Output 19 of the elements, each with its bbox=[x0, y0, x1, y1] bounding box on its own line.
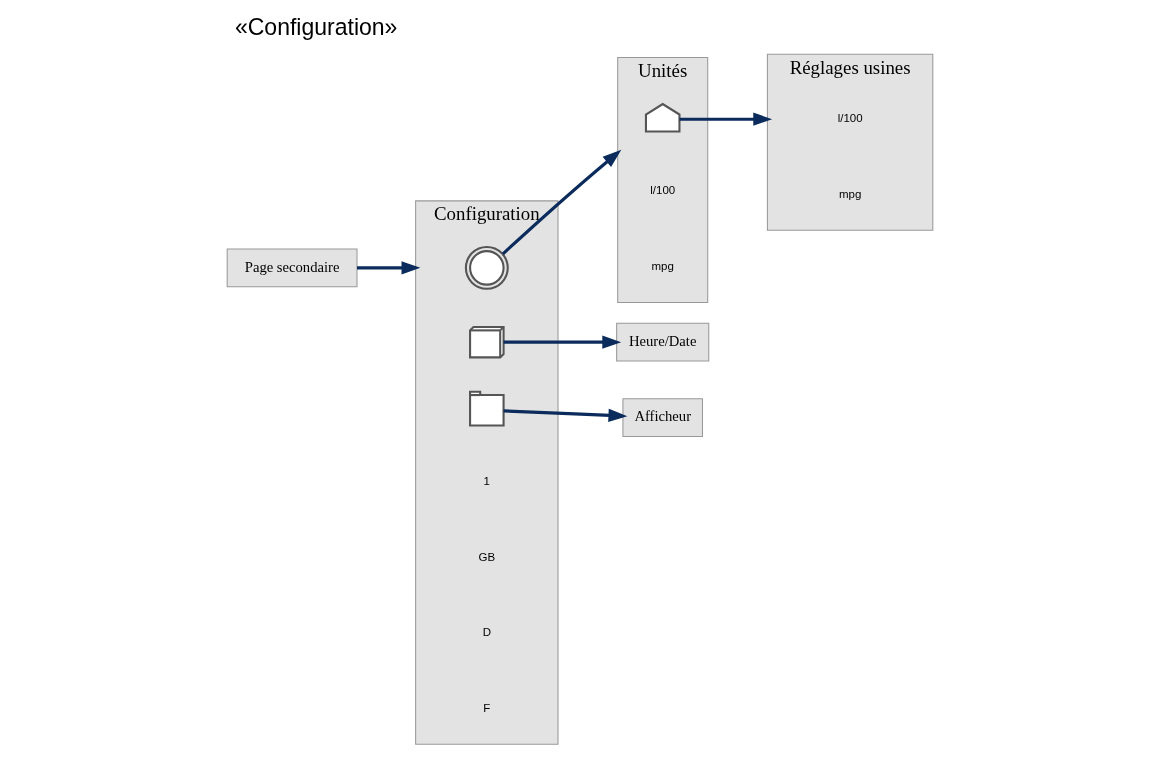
arrow bbox=[503, 335, 622, 349]
label: l/100 bbox=[650, 184, 676, 197]
label: mpg bbox=[838, 187, 862, 200]
label: 1 bbox=[483, 475, 491, 488]
arrow bbox=[503, 408, 628, 422]
node-box: Afficheur bbox=[622, 398, 703, 437]
label: F bbox=[483, 701, 491, 714]
node-factory bbox=[644, 102, 681, 133]
node-box: Page secondaire bbox=[226, 248, 358, 288]
label: mpg bbox=[651, 259, 674, 272]
label: l/100 bbox=[837, 112, 863, 125]
arrow bbox=[501, 149, 622, 255]
node-gear bbox=[464, 245, 509, 290]
arrow bbox=[679, 112, 773, 126]
label: GB bbox=[478, 550, 496, 563]
node-box: Heure/Date bbox=[616, 322, 710, 362]
label: D bbox=[482, 626, 491, 639]
arrow bbox=[357, 261, 421, 275]
diagram-title: «Configuration» bbox=[234, 14, 398, 41]
